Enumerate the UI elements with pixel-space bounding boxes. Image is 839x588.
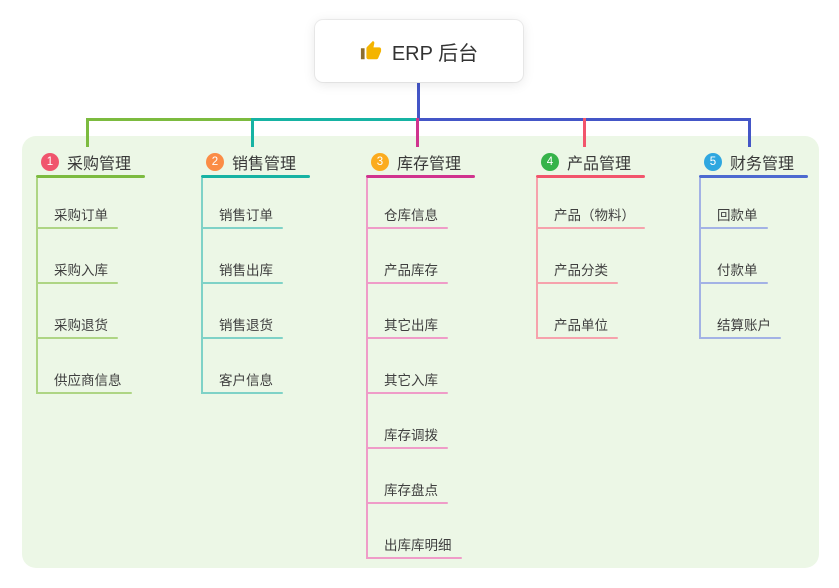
- branch-3-child-underline: [366, 557, 462, 559]
- branch-1-badge: 1: [41, 153, 59, 171]
- branch-3-child-underline: [366, 227, 448, 229]
- branch-2-child-2[interactable]: 销售出库: [219, 263, 273, 278]
- branch-1-child-2[interactable]: 采购入库: [54, 263, 108, 278]
- branch-2-child-underline: [201, 337, 283, 339]
- branch-4-child-underline: [536, 337, 618, 339]
- branch-1-title[interactable]: 1 采购管理: [41, 150, 131, 174]
- branch-5-child-underline: [699, 227, 768, 229]
- branch-3-child-4[interactable]: 其它入库: [384, 373, 438, 388]
- connector-drop: [748, 118, 751, 147]
- connector-bus-segment: [251, 118, 419, 121]
- branch-5-title[interactable]: 5 财务管理: [704, 150, 794, 174]
- branch-5-child-2[interactable]: 付款单: [717, 263, 758, 278]
- branch-1-child-4[interactable]: 供应商信息: [54, 373, 122, 388]
- connector-drop: [86, 118, 89, 147]
- branch-3-child-6[interactable]: 库存盘点: [384, 483, 438, 498]
- branch-1-child-underline: [36, 337, 118, 339]
- branch-2-badge: 2: [206, 153, 224, 171]
- branch-3-child-underline: [366, 392, 448, 394]
- branch-2-child-spine: [201, 178, 203, 394]
- branch-2-title[interactable]: 2 销售管理: [206, 150, 296, 174]
- branch-3-child-underline: [366, 502, 448, 504]
- connector-drop: [416, 118, 419, 147]
- branch-5-badge: 5: [704, 153, 722, 171]
- branch-2-child-underline: [201, 227, 283, 229]
- branch-2-child-underline: [201, 282, 283, 284]
- connector-drop: [251, 118, 254, 147]
- branch-4-child-underline: [536, 282, 618, 284]
- branch-4-title[interactable]: 4 产品管理: [541, 150, 631, 174]
- branch-5-label: 财务管理: [730, 156, 795, 173]
- branch-4-child-spine: [536, 178, 538, 339]
- branch-4-label: 产品管理: [567, 156, 632, 173]
- branch-1-underline: [36, 175, 145, 178]
- branch-3-child-3[interactable]: 其它出库: [384, 318, 438, 333]
- branch-1-child-underline: [36, 282, 118, 284]
- branch-4-child-underline: [536, 227, 645, 229]
- branch-3-title[interactable]: 3 库存管理: [371, 150, 461, 174]
- branch-3-badge: 3: [371, 153, 389, 171]
- branch-2-underline: [201, 175, 310, 178]
- root-node[interactable]: ERP 后台: [315, 20, 523, 82]
- branch-4-child-3[interactable]: 产品单位: [554, 318, 608, 333]
- branch-3-child-spine: [366, 178, 368, 559]
- branch-5-child-underline: [699, 337, 781, 339]
- branch-5-child-spine: [699, 178, 701, 339]
- branch-3-child-2[interactable]: 产品库存: [384, 263, 438, 278]
- connector-drop: [583, 118, 586, 147]
- branch-3-label: 库存管理: [397, 156, 462, 173]
- branch-5-child-underline: [699, 282, 768, 284]
- branch-4-underline: [536, 175, 645, 178]
- branch-1-child-3[interactable]: 采购退货: [54, 318, 108, 333]
- branch-1-child-1[interactable]: 采购订单: [54, 208, 108, 223]
- branch-3-underline: [366, 175, 475, 178]
- root-title: ERP 后台: [391, 42, 479, 65]
- branch-3-child-7[interactable]: 出库库明细: [384, 538, 452, 553]
- branch-5-child-3[interactable]: 结算账户: [717, 318, 771, 333]
- connector-stem: [417, 81, 420, 118]
- branch-4-badge: 4: [541, 153, 559, 171]
- branch-5-underline: [699, 175, 808, 178]
- branch-2-child-1[interactable]: 销售订单: [219, 208, 273, 223]
- branch-2-child-3[interactable]: 销售退货: [219, 318, 273, 333]
- branch-1-label: 采购管理: [67, 156, 132, 173]
- branch-3-child-1[interactable]: 仓库信息: [384, 208, 438, 223]
- branch-3-child-5[interactable]: 库存调拨: [384, 428, 438, 443]
- branch-4-child-2[interactable]: 产品分类: [554, 263, 608, 278]
- branch-1-child-spine: [36, 178, 38, 394]
- branch-3-child-underline: [366, 337, 448, 339]
- branch-4-child-1[interactable]: 产品（物料）: [554, 208, 635, 223]
- branch-3-child-underline: [366, 282, 448, 284]
- thumbs-up-icon: [360, 40, 381, 60]
- branch-2-child-underline: [201, 392, 283, 394]
- background-panel: [22, 136, 819, 568]
- branch-5-child-1[interactable]: 回款单: [717, 208, 758, 223]
- branch-1-child-underline: [36, 227, 118, 229]
- branch-2-child-4[interactable]: 客户信息: [219, 373, 273, 388]
- branch-3-child-underline: [366, 447, 448, 449]
- branch-1-child-underline: [36, 392, 132, 394]
- branch-2-label: 销售管理: [232, 156, 297, 173]
- connector-bus-segment: [86, 118, 254, 121]
